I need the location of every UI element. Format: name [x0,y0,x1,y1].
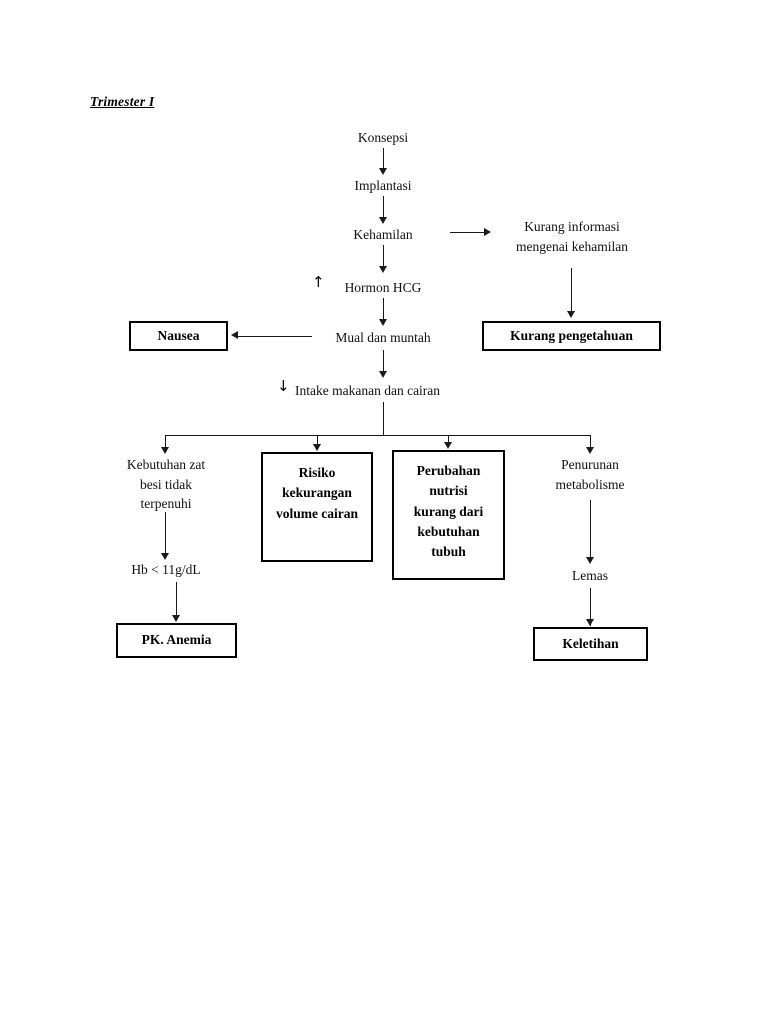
edge-implantasi-kehamilan [383,196,384,222]
node-hormon-hcg: Hormon HCG [344,280,422,295]
edge-penurunan-lemas [590,500,591,562]
arrowhead-lemas-keletihan [585,619,594,626]
edge-kehamilan-hormon-hcg [383,245,384,271]
up-arrow-icon: ↑ [312,273,325,291]
edge-kurang-informasi-pengetahuan [571,268,572,313]
edge-mual-intake [383,350,384,376]
arrowhead-mual-intake [378,371,387,378]
node-lemas: Lemas [572,568,608,583]
node-penurunan-metabolisme: Penurunan metabolisme [555,457,625,492]
arrowhead-branch-perubahan-nutrisi [443,442,452,449]
node-perubahan-nutrisi-box: Perubahan nutrisi kurang dari kebutuhan … [392,450,505,580]
arrowhead-kebutuhan-hb [160,553,169,560]
edge-branch-penurunan-metabolisme [590,435,591,451]
edge-branch-risiko [317,435,318,448]
node-kurang-pengetahuan-box: Kurang pengetahuan [482,321,661,351]
arrowhead-kehamilan-kurang-informasi [484,227,491,236]
arrowhead-branch-risiko [312,444,321,451]
edge-intake-split-stem [383,402,384,436]
node-nausea-box: Nausea [129,321,228,351]
edge-mual-nausea [237,335,312,337]
node-konsepsi: Konsepsi [357,130,409,145]
node-hb-value: Hb < 11g/dL [131,562,201,577]
edge-kebutuhan-hb [165,512,166,558]
arrowhead-penurunan-lemas [585,557,594,564]
arrowhead-branch-penurunan-metabolisme [585,447,594,454]
arrowhead-hormon-hcg-mual [378,319,387,326]
node-keletihan-box: Keletihan [533,627,648,661]
node-kehamilan: Kehamilan [353,227,413,242]
arrowhead-hb-pk-anemia [171,615,180,622]
node-kebutuhan-zat-besi: Kebutuhan zat besi tidak terpenuhi [126,457,206,512]
node-kurang-informasi: Kurang informasi mengenai kehamilan [515,219,629,254]
page-title: Trimester I [90,94,155,109]
node-intake-makanan: Intake makanan dan cairan [295,383,441,398]
edge-branch-kebutuhan-zat-besi [165,435,166,451]
arrowhead-konsepsi-implantasi [378,168,387,175]
arrowhead-branch-kebutuhan-zat-besi [160,447,169,454]
arrowhead-mual-nausea [231,331,238,339]
edge-konsepsi-implantasi [383,148,384,172]
node-implantasi: Implantasi [354,178,412,193]
edge-branch-perubahan-nutrisi [448,435,449,446]
edge-hb-pk-anemia [176,582,177,620]
node-pk-anemia-box: PK. Anemia [116,623,237,658]
edge-lemas-keletihan [590,588,591,626]
edge-hormon-hcg-mual [383,298,384,324]
arrowhead-kehamilan-hormon-hcg [378,266,387,273]
node-risiko-kekurangan-box: Risiko kekurangan volume cairan [261,452,373,562]
node-mual-dan-muntah: Mual dan muntah [335,330,431,345]
arrowhead-kurang-informasi-pengetahuan [566,311,575,318]
edge-kehamilan-kurang-informasi [450,232,488,233]
edge-split-bar [165,435,591,436]
down-arrow-icon: ↓ [277,377,290,395]
arrowhead-implantasi-kehamilan [378,217,387,224]
